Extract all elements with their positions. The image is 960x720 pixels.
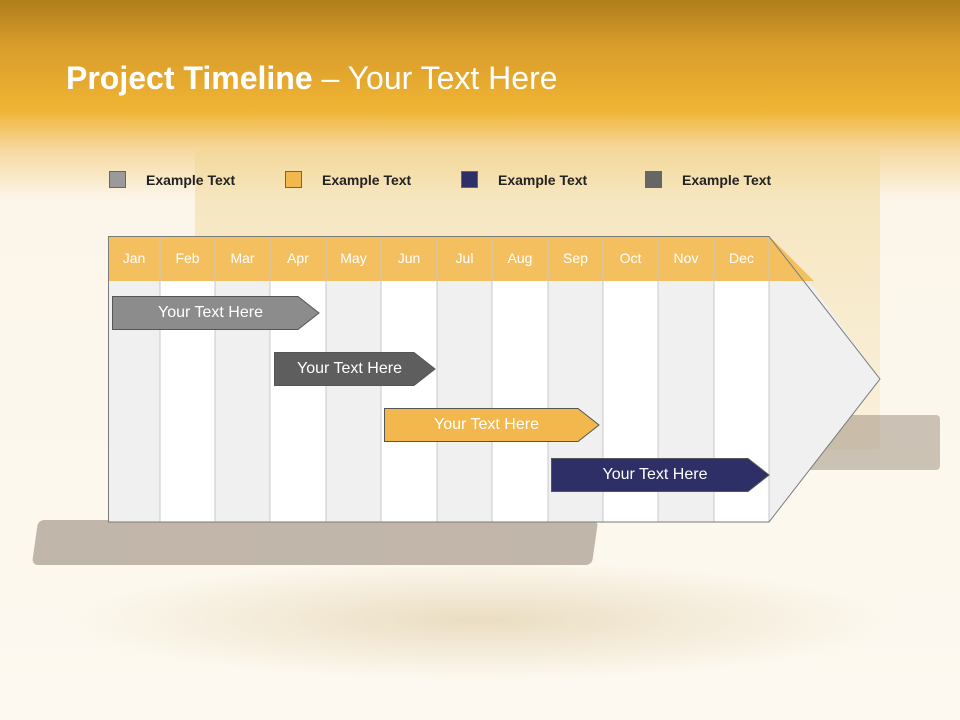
task-arrow-shape (274, 352, 436, 386)
title-rest: – Your Text Here (312, 60, 558, 96)
month-header-bar (108, 236, 769, 281)
month-label: Jan (122, 250, 146, 266)
month-column (492, 281, 548, 522)
legend-label: Example Text (682, 172, 772, 188)
month-label: Nov (673, 250, 699, 266)
background-reflection (60, 560, 900, 680)
task-label: Your Text Here (158, 304, 263, 321)
task-arrow-shape (112, 296, 320, 330)
month-label: Apr (287, 250, 309, 266)
task-label: Your Text Here (602, 466, 708, 483)
month-column (326, 281, 381, 522)
legend-label: Example Text (146, 172, 236, 188)
month-label: Aug (507, 250, 533, 266)
task-arrow-shape (384, 408, 600, 442)
title-main: Project Timeline (66, 60, 313, 96)
month-label: Feb (175, 250, 200, 266)
task-bar: Your Text Here (384, 408, 600, 442)
month-column (381, 281, 437, 522)
legend-label: Example Text (322, 172, 412, 188)
month-label: Jun (397, 250, 421, 266)
month-label: Jul (455, 250, 474, 266)
arrow-tip-body (769, 281, 880, 522)
month-label: Sep (563, 250, 588, 266)
month-label: Oct (619, 250, 642, 266)
month-label: Dec (729, 250, 754, 266)
background-cutting-board (31, 520, 599, 565)
timeline-arrow-frame (108, 236, 881, 523)
month-column (437, 281, 492, 522)
arrow-outline (108, 236, 881, 523)
slide-title: Project Timeline – Your Text Here (66, 60, 558, 97)
legend-swatch (109, 171, 126, 188)
task-arrow-shape (551, 458, 770, 492)
month-label: Mar (230, 250, 255, 266)
task-bar: Your Text Here (112, 296, 320, 330)
task-label: Your Text Here (434, 416, 539, 433)
legend-label: Example Text (498, 172, 588, 188)
legend-swatch (645, 171, 662, 188)
legend: Example Text Example Text Example Text E… (0, 170, 960, 194)
task-bar: Your Text Here (274, 352, 436, 386)
legend-swatch (461, 171, 478, 188)
legend-swatch (285, 171, 302, 188)
task-bar: Your Text Here (551, 458, 770, 492)
month-label: May (340, 250, 367, 266)
task-label: Your Text Here (297, 360, 402, 377)
arrow-tip-header (769, 236, 814, 281)
